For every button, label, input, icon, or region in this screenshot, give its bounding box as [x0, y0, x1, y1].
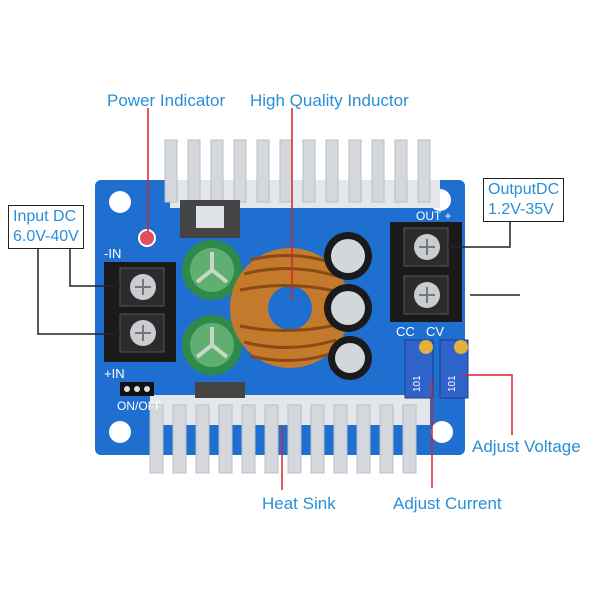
output-terminal — [390, 222, 462, 322]
top-heatsink — [164, 139, 440, 238]
silk-cc: CC — [396, 324, 415, 339]
input-capacitors — [182, 240, 242, 375]
input-dc-label: Input DC 6.0V-40V — [8, 205, 84, 249]
input-dc-range: 6.0V-40V — [13, 228, 79, 245]
bottom-heatsink — [149, 382, 430, 474]
input-dc-title: Input DC — [13, 208, 77, 225]
mounting-hole — [109, 421, 131, 443]
adjust-current-label: Adjust Current — [393, 494, 502, 513]
output-dc-title: OutputDC — [488, 181, 560, 198]
silk-cv: CV — [426, 324, 444, 339]
power-led — [138, 229, 156, 247]
adjust-voltage-label: Adjust Voltage — [472, 437, 581, 456]
inductor-label: High Quality Inductor — [250, 91, 409, 110]
leader-input-neg — [69, 248, 120, 287]
output-capacitors — [324, 232, 372, 380]
leader-output-pos — [448, 220, 511, 248]
output-dc-label: OutputDC 1.2V-35V — [483, 178, 565, 222]
heat-sink-label: Heat Sink — [262, 494, 336, 513]
silk-in-minus: -IN — [104, 246, 121, 261]
silk-out-plus: OUT + — [416, 209, 451, 223]
power-indicator-label: Power Indicator — [107, 91, 226, 110]
mounting-hole — [109, 191, 131, 213]
leader-input-pos — [37, 248, 120, 335]
silk-in-plus: +IN — [104, 366, 125, 381]
inductor — [230, 248, 350, 368]
output-dc-range: 1.2V-35V — [488, 201, 554, 218]
silk-on-off: ON/OFF — [117, 399, 162, 413]
pot-code-cv: 101 — [447, 375, 458, 392]
pot-code-cc: 101 — [412, 375, 423, 392]
trim-potentiometers — [404, 339, 469, 399]
on-off-jumper — [120, 382, 154, 396]
mounting-hole — [431, 421, 453, 443]
leader-voltage — [462, 374, 513, 435]
input-terminal — [104, 262, 176, 362]
